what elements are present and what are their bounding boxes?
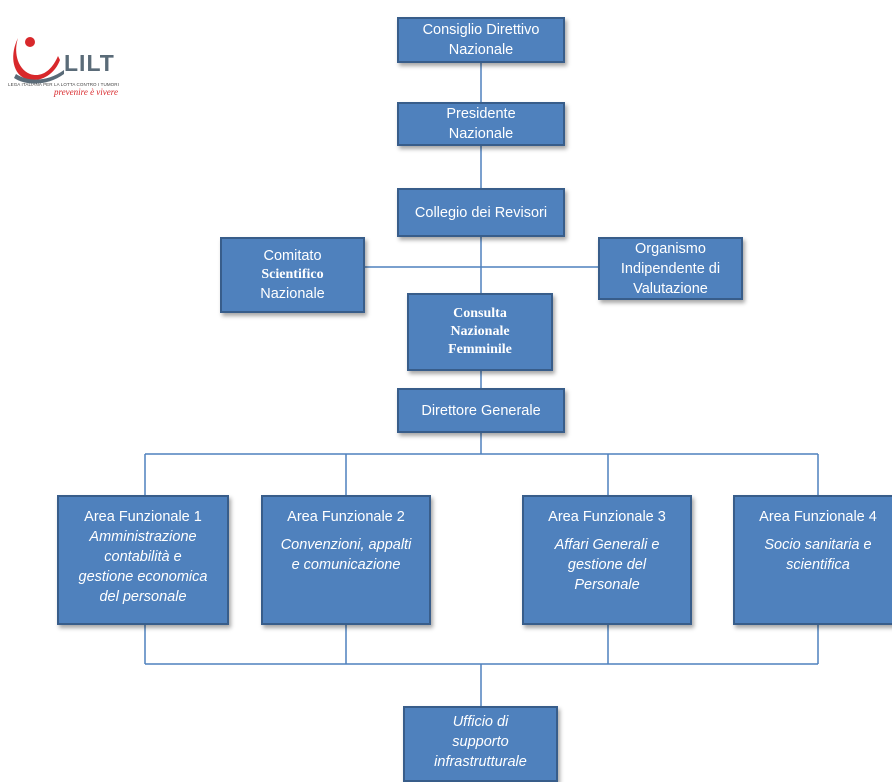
- node-collegio-revisori: Collegio dei Revisori: [397, 188, 565, 237]
- node-comitato-scientifico: Comitato Scientifico Nazionale: [220, 237, 365, 313]
- node-consulta-femminile: Consulta Nazionale Femminile: [407, 293, 553, 371]
- lilt-logo-mark-icon: [13, 37, 64, 84]
- lilt-logo: LILT LEGA ITALIANA PER LA LOTTA CONTRO I…: [8, 30, 148, 110]
- node-area-funzionale-1: Area Funzionale 1 Amministrazione contab…: [57, 495, 229, 625]
- node-presidente-nazionale: Presidente Nazionale: [397, 102, 565, 146]
- node-area-funzionale-4: Area Funzionale 4 Socio sanitaria e scie…: [733, 495, 892, 625]
- node-area-funzionale-2: Area Funzionale 2 Convenzioni, appalti e…: [261, 495, 431, 625]
- logo-tagline: LEGA ITALIANA PER LA LOTTA CONTRO I TUMO…: [8, 82, 119, 87]
- logo-slogan: prevenire è vivere: [54, 87, 118, 97]
- node-area-funzionale-3: Area Funzionale 3 Affari Generali e gest…: [522, 495, 692, 625]
- node-consiglio-direttivo: Consiglio Direttivo Nazionale: [397, 17, 565, 63]
- node-direttore-generale: Direttore Generale: [397, 388, 565, 433]
- node-organismo-valutazione: Organismo Indipendente di Valutazione: [598, 237, 743, 300]
- logo-wordmark: LILT: [64, 50, 115, 76]
